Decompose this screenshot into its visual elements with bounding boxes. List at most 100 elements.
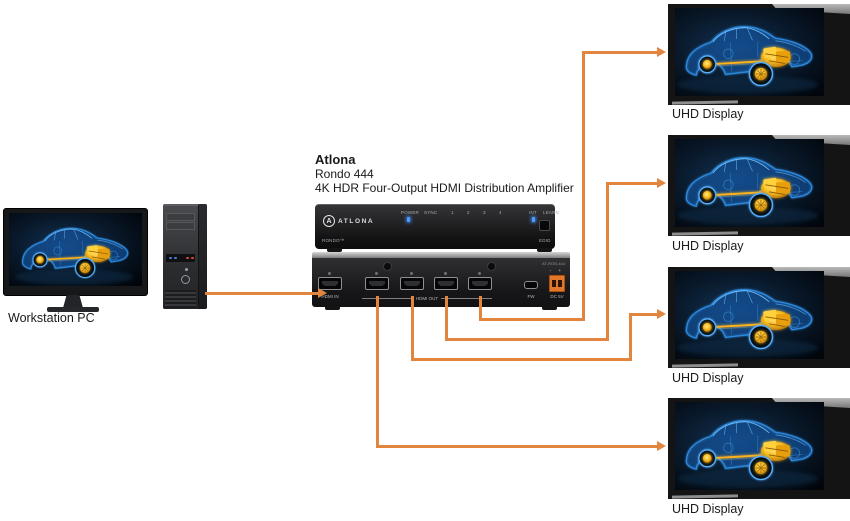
atlona-logo: A ATLONA [323, 215, 374, 227]
hdmi-out-port-4 [468, 277, 492, 290]
int-label: INT [529, 210, 537, 215]
tower-io-strip [166, 254, 195, 262]
arrow-into-hdmi-in [318, 288, 327, 298]
display-4-label: UHD Display [672, 502, 744, 516]
cable-out4 [582, 51, 585, 321]
hdmi-out-port-3 [434, 277, 458, 290]
amp-top-edge [312, 252, 570, 258]
tower-vents [165, 290, 196, 308]
dc-label: DC 5V [550, 294, 564, 299]
cable-out3 [606, 182, 658, 185]
tower-side-panel [199, 204, 207, 309]
optical-drive-bay [166, 213, 195, 221]
workstation-screen [9, 213, 142, 286]
amp-foot [325, 306, 340, 310]
cable-out3 [606, 182, 609, 341]
cable-out2 [411, 358, 632, 361]
hdmi-in-label: HDMI IN [321, 294, 339, 299]
rear-knob [487, 262, 496, 271]
monitor-stand-neck [63, 295, 83, 308]
usb-led [169, 257, 172, 259]
cable-out1 [376, 296, 379, 448]
display-screen [675, 139, 824, 227]
amplifier-rear-view: AT-RON-444 HDMI IN HDMI OUT FW - + [312, 252, 570, 307]
uhd-display-3 [668, 267, 850, 368]
amp-foot [542, 306, 557, 310]
hdd-led [186, 257, 189, 259]
power-led-indicator [407, 217, 410, 222]
cable-out2 [411, 296, 414, 361]
dc-power-terminal [549, 275, 565, 292]
arrow-into-display-4 [657, 441, 666, 451]
hdmi-out-port-1 [365, 277, 389, 290]
uhd-display-4 [668, 398, 850, 499]
sync-label: SYNC [424, 210, 438, 215]
arrow-into-display-2 [657, 178, 666, 188]
hdd-led [191, 257, 194, 259]
atlona-logo-icon: A [323, 215, 335, 227]
edid-label: EDID [539, 238, 551, 243]
int-led-indicator [532, 217, 535, 222]
dc-polarity-marks: - + [549, 268, 565, 273]
channel-2-label: 2 [467, 210, 470, 215]
cable-out1 [376, 445, 658, 448]
car-xray-image [675, 271, 824, 359]
workstation-tower [163, 204, 207, 309]
hdmi-out-label-group: HDMI OUT [362, 296, 492, 301]
rear-model-tag: AT-RON-444 [542, 261, 565, 266]
cable-out4 [479, 318, 585, 321]
optical-drive-bay [166, 222, 195, 230]
fw-usb-port [524, 281, 538, 289]
display-edge [672, 494, 738, 499]
tower-front-panel [163, 204, 199, 309]
channel-1-label: 1 [451, 210, 454, 215]
amplifier-title-block: Atlona Rondo 444 4K HDR Four-Output HDMI… [315, 153, 574, 196]
cable-out4 [582, 51, 658, 54]
display-screen [675, 402, 824, 490]
display-edge [672, 363, 738, 368]
cable-out3 [445, 296, 448, 341]
cable-out3 [445, 338, 609, 341]
usb-led [174, 257, 177, 259]
amp-rear-panel: AT-RON-444 HDMI IN HDMI OUT FW - + [312, 258, 570, 307]
fw-label: FW [527, 294, 535, 299]
display-edge [672, 100, 738, 105]
port-screw [478, 272, 481, 275]
edid-button [539, 220, 550, 231]
workstation-label: Workstation PC [8, 311, 95, 325]
amp-foot [537, 248, 552, 252]
model-name: Rondo 444 [315, 167, 374, 181]
arrow-into-display-3 [657, 309, 666, 319]
uhd-display-2 [668, 135, 850, 236]
amp-foot [327, 248, 342, 252]
hdmi-in-port [318, 277, 342, 290]
cable-out2 [629, 313, 632, 361]
atlona-wordmark: ATLONA [338, 217, 375, 225]
display-screen [675, 8, 824, 96]
port-screw [375, 272, 378, 275]
port-screw [444, 272, 447, 275]
display-3-label: UHD Display [672, 371, 744, 385]
car-xray-image [675, 8, 824, 96]
display-2-label: UHD Display [672, 239, 744, 253]
uhd-display-1 [668, 4, 850, 105]
arrow-into-display-1 [657, 47, 666, 57]
display-edge [672, 231, 738, 236]
cable-out2 [629, 313, 658, 316]
car-xray-image [675, 402, 824, 490]
power-button [181, 275, 190, 284]
cable-pc-to-amp [205, 292, 318, 295]
learn-label: LEARN [543, 210, 560, 215]
hdmi-out-port-2 [400, 277, 424, 290]
car-xray-image [9, 213, 142, 286]
model-description: 4K HDR Four-Output HDMI Distribution Amp… [315, 181, 574, 195]
rear-knob [383, 262, 392, 271]
channel-3-label: 3 [483, 210, 486, 215]
workstation-monitor [3, 208, 148, 296]
port-screw [410, 272, 413, 275]
rondo-label: RONDO™ [322, 238, 345, 243]
port-screw [328, 272, 331, 275]
hdmi-out-label: HDMI OUT [415, 296, 439, 301]
display-1-label: UHD Display [672, 107, 744, 121]
